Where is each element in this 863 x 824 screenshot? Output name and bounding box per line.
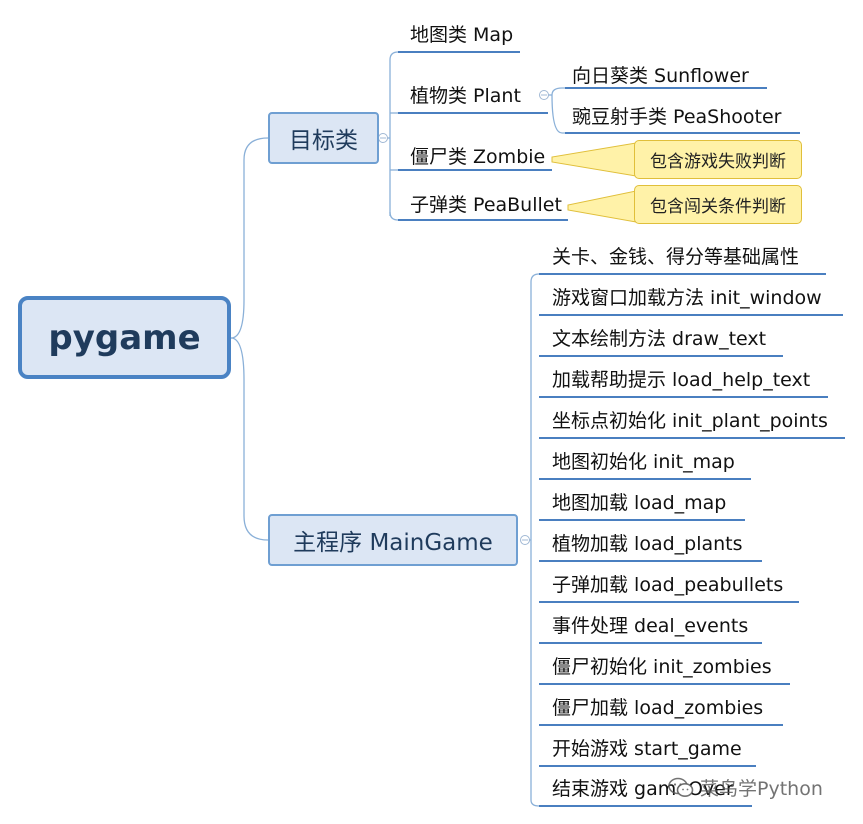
callout-peabullet-text: 包含闯关条件判断 <box>650 197 786 217</box>
leaf-main-1[interactable]: 游戏窗口加载方法 init_window <box>552 287 822 309</box>
leaf-map-class[interactable]: 地图类 Map <box>410 24 514 46</box>
leaf-sunflower-class[interactable]: 向日葵类 Sunflower <box>572 65 749 87</box>
leaf-main-8[interactable]: 子弹加载 load_peabullets <box>552 574 784 596</box>
wechat-icon <box>668 777 694 797</box>
leaf-plant-class[interactable]: 植物类 Plant <box>410 85 521 107</box>
node-main-game-label: 主程序 MainGame <box>293 530 493 556</box>
leaf-peashooter-class[interactable]: 豌豆射手类 PeaShooter <box>572 106 782 128</box>
callout-zombie-text: 包含游戏失败判断 <box>650 152 786 172</box>
leaf-main-3[interactable]: 加载帮助提示 load_help_text <box>552 369 811 391</box>
watermark-text: 菜鸟学Python <box>700 778 823 800</box>
node-target-class-label: 目标类 <box>289 128 358 154</box>
root-label: pygame <box>48 317 201 358</box>
node-main-game[interactable]: 主程序 MainGame <box>268 514 518 566</box>
leaf-main-10[interactable]: 僵尸初始化 init_zombies <box>552 656 772 678</box>
leaf-main-7[interactable]: 植物加载 load_plants <box>552 533 743 555</box>
callout-peabullet-level-check: 包含闯关条件判断 <box>634 185 802 224</box>
leaf-main-2[interactable]: 文本绘制方法 draw_text <box>552 328 767 350</box>
node-target-class[interactable]: 目标类 <box>268 112 379 164</box>
leaf-main-6[interactable]: 地图加载 load_map <box>552 492 727 514</box>
leaf-main-5[interactable]: 地图初始化 init_map <box>552 451 735 473</box>
leaf-zombie-class[interactable]: 僵尸类 Zombie <box>410 146 546 168</box>
leaf-main-0[interactable]: 关卡、金钱、得分等基础属性 <box>552 246 800 268</box>
callout-zombie-fail-check: 包含游戏失败判断 <box>634 140 802 179</box>
leaf-peabullet-class[interactable]: 子弹类 PeaBullet <box>410 194 562 216</box>
watermark: 菜鸟学Python <box>668 774 823 801</box>
leaf-main-11[interactable]: 僵尸加载 load_zombies <box>552 697 764 719</box>
leaf-main-9[interactable]: 事件处理 deal_events <box>552 615 749 637</box>
leaf-main-12[interactable]: 开始游戏 start_game <box>552 738 742 760</box>
root-node-pygame[interactable]: pygame <box>18 296 231 379</box>
leaf-main-4[interactable]: 坐标点初始化 init_plant_points <box>552 410 828 432</box>
